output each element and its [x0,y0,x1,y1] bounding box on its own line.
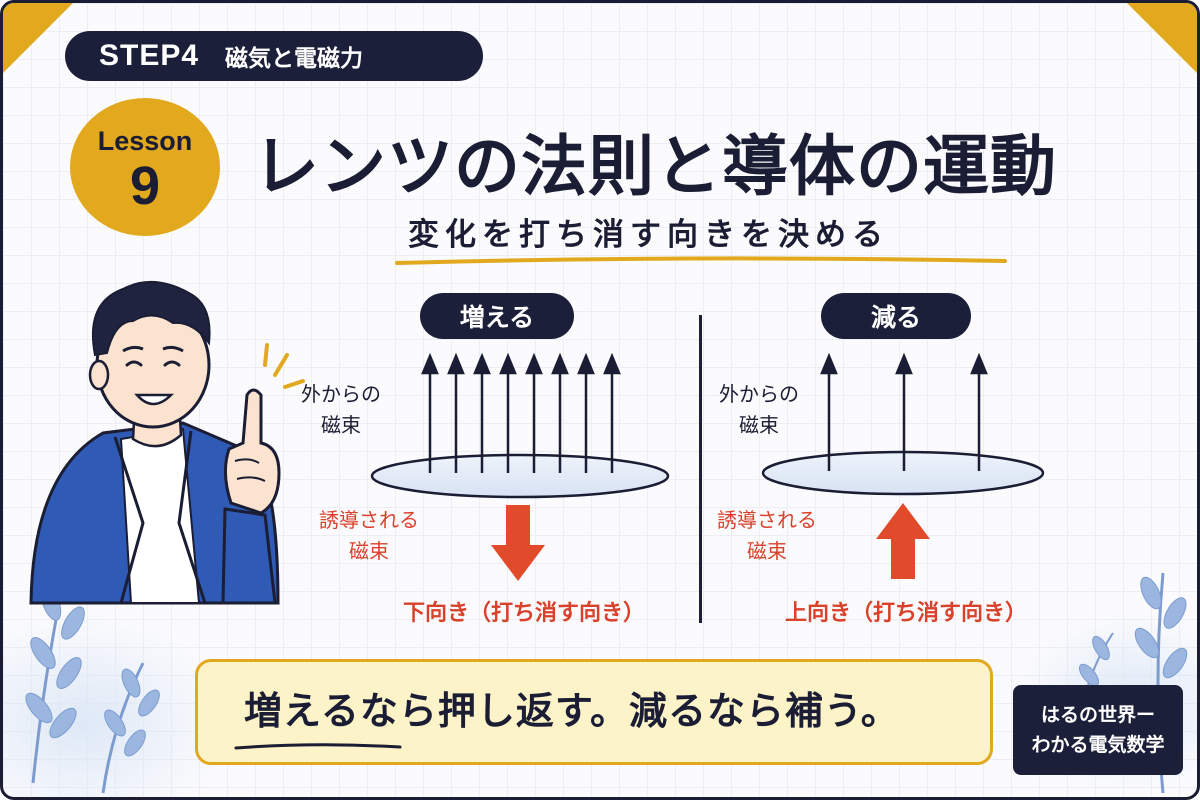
summary-text: 増えるなら押し返す。減るなら補う。 [244,689,900,733]
summary-box: 増えるなら押し返す。減るなら補う。 [195,659,993,765]
corner-accent-top-right [1127,3,1197,73]
induced-arrow-down-icon [491,505,545,581]
sparkle-icon [263,343,305,389]
induced-flux-label-right: 誘導される 磁束 [717,508,817,563]
loop-left [370,453,670,499]
step-label: STEP4 [99,39,200,72]
lesson-number: 9 [129,155,161,216]
increase-label: 増える [420,293,574,339]
lesson-badge: Lesson 9 [70,98,220,236]
subtitle-underline [395,256,1007,265]
panel-divider [699,315,702,623]
induced-flux-label-left: 誘導される 磁束 [319,508,419,563]
external-flux-arrows-right [820,352,988,471]
brand-line-2: わかる電気数学 [1031,734,1165,756]
page-subtitle: 変化を打ち消す向きを決める [408,217,889,253]
page-title: レンツの法則と導体の運動 [253,128,1057,205]
topic-label: 磁気と電磁力 [225,46,364,72]
lesson-label: Lesson [97,125,193,156]
external-flux-label-left: 外からの 磁束 [301,382,381,437]
brand-line-1: はるの世界ー [1040,704,1155,726]
loop-right [761,450,1045,496]
direction-label-left: 下向き（打ち消す向き） [403,601,646,626]
induced-arrow-up-icon [876,503,930,579]
external-flux-label-right: 外からの 磁束 [719,382,799,437]
decrease-label: 減る [821,293,971,339]
corner-accent-top-left [3,3,73,73]
summary-underline [234,743,402,750]
brand-badge: はるの世界ー わかる電気数学 [1013,685,1183,775]
external-flux-arrows-left [421,352,621,473]
direction-label-right: 上向き（打ち消す向き） [785,601,1028,626]
step-pill: STEP4 磁気と電磁力 [65,31,483,81]
